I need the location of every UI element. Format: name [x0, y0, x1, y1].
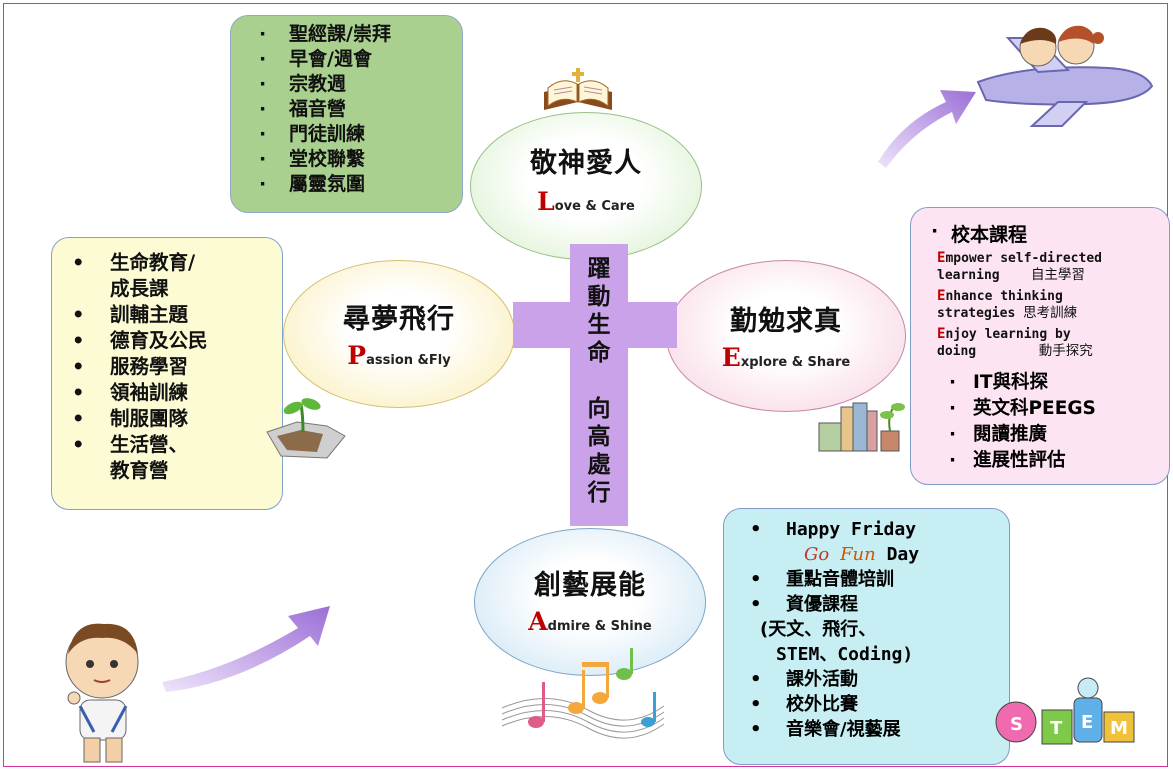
love-item: 早會/週會: [259, 47, 391, 72]
boy-icon: [65, 623, 139, 763]
explore-item: 閱讀推廣: [949, 422, 1096, 448]
cross-char: 生: [587, 312, 611, 338]
passion-item: 生活營、: [72, 432, 208, 458]
explore-item: IT與科探: [949, 370, 1096, 396]
admire-item: 音樂會/視藝展: [750, 717, 919, 742]
explore-english-line: Empower self-directed: [937, 250, 1102, 266]
passion-item: 服務學習: [72, 354, 208, 380]
svg-text:T: T: [1050, 718, 1063, 739]
plant-icon: [266, 398, 346, 459]
admire-shine-box: Happy Friday Go Fun Day 重點音體培訓 資優課程 (天文、…: [723, 508, 1010, 765]
passion-item: 教育營: [110, 459, 169, 482]
admire-item: 課外活動: [750, 667, 919, 692]
explore-subtitle: Explore & Share: [721, 343, 851, 372]
svg-text:M: M: [1110, 718, 1128, 739]
explore-share-oval: 勤勉求真 Explore & Share: [666, 260, 906, 412]
passion-fly-box: 生命教育/ 成長課 訓輔主題 德育及公民 服務學習 領袖訓練 制服團隊 生活營、…: [51, 237, 283, 510]
arrow-icon: [162, 606, 330, 692]
admire-item: STEM、Coding): [776, 644, 914, 665]
love-item: 屬靈氛圍: [259, 172, 391, 197]
passion-title: 尋夢飛行: [343, 304, 455, 335]
admire-item: 資優課程: [750, 592, 919, 617]
explore-english-line: strategies 思考訓練: [937, 305, 1078, 321]
passion-subtitle: Passion &Fly: [347, 341, 451, 370]
love-title: 敬神愛人: [530, 148, 642, 179]
explore-english-line: doing 動手探究: [937, 343, 1093, 359]
admire-subtitle: Admire & Shine: [528, 607, 652, 636]
passion-item: 成長課: [110, 277, 169, 300]
cross-char: [570, 367, 628, 395]
love-item: 堂校聯繫: [259, 147, 391, 172]
admire-item: 重點音體培訓: [750, 567, 919, 592]
cross-char: 動: [587, 284, 611, 310]
kids-plane-icon: [976, 25, 1154, 127]
cross-text: 躍 動 生 命 向 高 處 行: [570, 255, 628, 507]
admire-item: (天文、飛行、: [760, 619, 877, 640]
love-care-box: 聖經課/崇拜 早會/週會 宗教週 福音營 門徒訓練 堂校聯繫 屬靈氛圍: [230, 15, 463, 213]
explore-english-line: Enhance thinking: [937, 288, 1063, 304]
music-notes-icon: [501, 648, 665, 739]
bible-icon: [544, 68, 612, 110]
passion-item: 訓輔主題: [72, 302, 208, 328]
svg-text:E: E: [1081, 712, 1093, 733]
love-care-oval: 敬神愛人 Love & Care: [470, 112, 702, 260]
explore-item: 英文科PEEGS: [949, 396, 1096, 422]
cross-vertical: [570, 244, 628, 526]
cross-char: 向: [587, 396, 611, 422]
books-icon: [818, 402, 905, 452]
admire-shine-oval: 創藝展能 Admire & Shine: [474, 528, 706, 676]
passion-item: 制服團隊: [72, 406, 208, 432]
admire-title: 創藝展能: [534, 570, 646, 601]
explore-heading: 校本課程: [931, 220, 1027, 247]
love-subtitle: Love & Care: [537, 187, 635, 216]
explore-title: 勤勉求真: [730, 306, 842, 337]
cross-char: 躍: [587, 256, 611, 282]
passion-item: 德育及公民: [72, 328, 207, 354]
love-item: 門徒訓練: [259, 122, 391, 147]
admire-item: 校外比賽: [750, 692, 919, 717]
cross-char: 行: [587, 480, 611, 506]
cross-char: 高: [587, 424, 611, 450]
svg-text:S: S: [1010, 714, 1023, 735]
love-item: 宗教週: [259, 72, 391, 97]
stem-robots-icon: S T E M: [995, 677, 1135, 745]
passion-item: 生命教育/: [72, 250, 208, 276]
explore-english-line: Enjoy learning by: [937, 326, 1071, 342]
love-item: 聖經課/崇拜: [259, 22, 391, 47]
explore-share-box: 校本課程 Empower self-directed learning 自主學習…: [910, 207, 1170, 485]
admire-item: Happy Friday: [750, 517, 919, 542]
arrow-icon: [878, 90, 976, 168]
explore-english-line: learning 自主學習: [937, 267, 1085, 283]
cross-char: 處: [587, 452, 611, 478]
cross-char: 命: [587, 340, 611, 366]
explore-item: 進展性評估: [949, 448, 1096, 474]
passion-item: 領袖訓練: [72, 380, 208, 406]
admire-item-gofun: Go Fun Day: [804, 544, 920, 565]
passion-fly-oval: 尋夢飛行 Passion &Fly: [283, 260, 515, 408]
love-item: 福音營: [259, 97, 391, 122]
